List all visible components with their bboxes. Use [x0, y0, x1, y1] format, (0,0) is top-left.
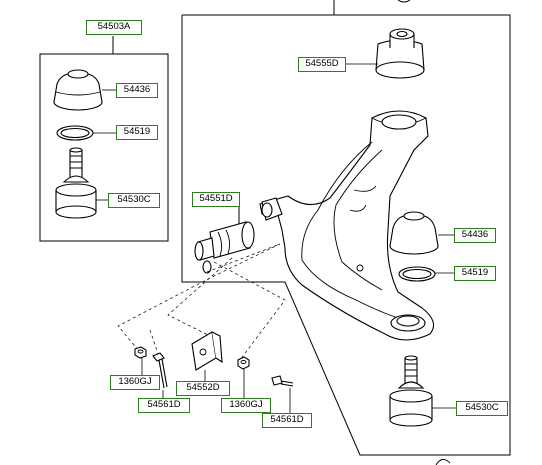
leader-lines [93, 63, 456, 413]
label-54530c-right[interactable]: 54530C [456, 401, 508, 416]
partial-symbol-bottom [435, 459, 451, 465]
bolt-right [271, 375, 294, 387]
lower-control-arm [259, 110, 435, 341]
label-54555d[interactable]: 54555D [298, 57, 346, 72]
label-54551d[interactable]: 54551D [192, 192, 240, 207]
label-54561d-right[interactable]: 54561D [262, 413, 312, 428]
label-54561d-left[interactable]: 54561D [138, 398, 190, 413]
label-54552d[interactable]: 54552D [176, 381, 230, 396]
snap-ring-left [56, 125, 94, 141]
snap-ring-right [398, 266, 436, 282]
label-54530c-left[interactable]: 54530C [108, 193, 160, 208]
bushing-rear [375, 28, 425, 79]
dust-cover-right [389, 211, 439, 255]
ball-joint-right [389, 355, 433, 427]
label-1360gj-right[interactable]: 1360GJ [221, 398, 271, 413]
label-54519-right[interactable]: 54519 [454, 266, 496, 281]
dust-cover-left [53, 69, 103, 111]
partial-symbol [397, 0, 411, 3]
label-54519-left[interactable]: 54519 [116, 125, 158, 140]
bolt-left [152, 352, 168, 389]
label-1360gj-left[interactable]: 1360GJ [110, 375, 160, 390]
nut-left [134, 346, 147, 359]
ball-joint-left [55, 147, 97, 219]
nut-right [237, 356, 250, 370]
label-54436-left[interactable]: 54436 [116, 83, 158, 98]
ball-joint-kit-box [39, 53, 169, 242]
label-54436-right[interactable]: 54436 [454, 228, 496, 243]
main-assembly-frame [181, 14, 511, 456]
bracket [191, 331, 223, 371]
label-54503a[interactable]: 54503A [86, 20, 142, 35]
bushing-front [194, 221, 255, 274]
